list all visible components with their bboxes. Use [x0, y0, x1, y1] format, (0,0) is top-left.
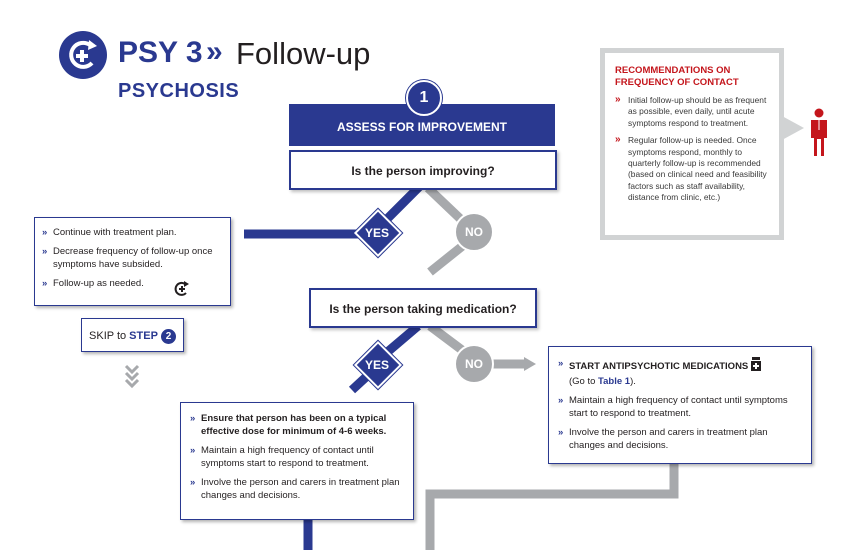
question-improving: Is the person improving? [289, 150, 557, 190]
start-antipsychotic-heading: START ANTIPSYCHOTIC MEDICATIONS [569, 361, 749, 372]
title-chevron: » [206, 35, 223, 68]
list-item: »Ensure that person has been on a typica… [190, 413, 387, 437]
table-1-link[interactable]: Table 1 [598, 376, 631, 387]
skip-step-number: 2 [160, 328, 176, 344]
skip-prefix: SKIP to [89, 330, 130, 342]
page-title: Follow-up [236, 36, 371, 71]
chevron-down-icon [124, 371, 140, 382]
arrow-head-icon [524, 357, 536, 371]
chevron-down-icon [124, 378, 140, 389]
mhgap-plus-arrow-icon [59, 31, 107, 79]
list-item: »Involve the person and carers in treatm… [558, 427, 768, 451]
list-item: »START ANTIPSYCHOTIC MEDICATIONS (Go to … [558, 357, 805, 388]
question-medication: Is the person taking medication? [309, 288, 537, 328]
list-item: »Initial follow-up should be as frequent… [615, 94, 767, 128]
connector-right-down [425, 464, 679, 550]
list-item: »Involve the person and carers in treatm… [190, 477, 400, 501]
medication-bottle-icon [750, 357, 761, 375]
ensure-dose-box: »Ensure that person has been on a typica… [180, 402, 414, 520]
list-item: »Follow-up as needed. [42, 278, 144, 289]
skip-to-step-2-button[interactable]: SKIP to STEP 2 [81, 318, 184, 352]
start-antipsychotic-box: »START ANTIPSYCHOTIC MEDICATIONS (Go to … [548, 346, 812, 464]
list-item: »Maintain a high frequency of contact un… [558, 395, 788, 419]
skip-step-word: STEP [129, 330, 158, 342]
list-item: »Continue with treatment plan. [42, 227, 177, 238]
list-item: »Maintain a high frequency of contact un… [190, 445, 374, 469]
step-number-badge: 1 [406, 80, 442, 116]
mhgap-plus-arrow-icon [172, 279, 192, 299]
module-code: PSY 3 [118, 36, 203, 69]
chevron-down-icon [124, 364, 140, 375]
page-subtitle: PSYCHOSIS [118, 80, 240, 102]
list-item: »Regular follow-up is needed. Once sympt… [615, 134, 767, 203]
no-circle-medication: NO [454, 344, 494, 384]
continue-treatment-box: »Continue with treatment plan. »Decrease… [34, 217, 231, 306]
list-item: »Decrease frequency of follow-up once sy… [42, 246, 213, 270]
no-circle-improving: NO [454, 212, 494, 252]
health-worker-icon [782, 108, 827, 156]
yes-label-improving: YES [364, 226, 389, 240]
yes-label-medication: YES [364, 358, 389, 372]
